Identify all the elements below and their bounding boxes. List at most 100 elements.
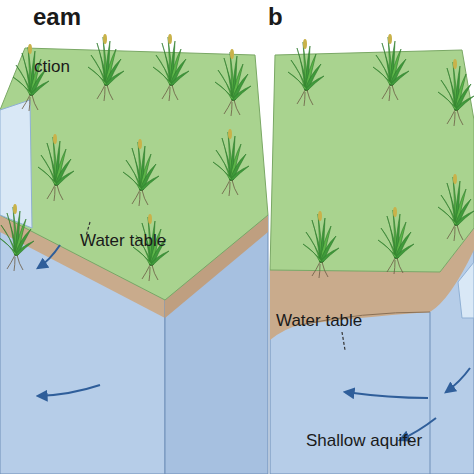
seed-head	[138, 139, 142, 149]
leader-line	[342, 332, 345, 350]
grass-tuft	[123, 139, 159, 206]
grass-blade	[438, 92, 458, 110]
grass-tuft	[438, 174, 474, 241]
grass-blade	[150, 251, 169, 265]
grass-tuft	[438, 59, 474, 126]
grass-blade	[38, 167, 58, 185]
panel-heading: eam	[33, 4, 81, 30]
flow-arrow	[446, 368, 470, 392]
grass-blade	[55, 171, 74, 185]
ground-surface	[0, 48, 268, 300]
grass-blade	[140, 176, 159, 190]
seed-head	[453, 59, 457, 69]
water-table-label: Water table	[276, 312, 362, 331]
grass-blade	[88, 67, 108, 85]
grass-layer	[0, 34, 474, 281]
seed-head	[393, 207, 397, 217]
grass-blade	[232, 74, 248, 100]
grass-root	[312, 262, 328, 278]
grass-blade	[230, 154, 246, 180]
flow-arrow	[38, 245, 60, 268]
grass-root	[447, 110, 463, 126]
seed-head	[318, 211, 322, 221]
stream-channel	[458, 262, 474, 318]
seed-head	[53, 134, 57, 144]
flow-arrow	[345, 392, 428, 398]
grass-tuft	[288, 39, 324, 106]
seed-head	[230, 49, 234, 59]
ground-surface	[270, 50, 474, 272]
grass-blade	[390, 71, 409, 85]
grass-root	[7, 255, 23, 271]
grass-blade	[320, 236, 336, 262]
grass-blade	[455, 96, 474, 110]
grass-blade	[55, 159, 71, 185]
grass-blade	[320, 248, 339, 262]
panel-letter: b	[268, 4, 283, 30]
grass-blade	[438, 207, 458, 225]
grass-tuft	[213, 129, 249, 196]
seed-head	[148, 214, 152, 224]
grass-root	[297, 90, 313, 106]
grass-blade	[123, 172, 143, 190]
grass-root	[222, 180, 238, 196]
grass-root	[142, 265, 158, 281]
grass-blade	[288, 72, 308, 90]
seed-head	[303, 39, 307, 49]
seed-head	[168, 34, 172, 44]
panel-subheading: ction	[34, 58, 70, 77]
grass-blade	[170, 71, 189, 85]
flow-arrow	[38, 385, 100, 396]
grass-tuft	[378, 207, 414, 274]
grass-tuft	[38, 134, 74, 201]
grass-blade	[373, 67, 393, 85]
grass-tuft	[88, 34, 124, 101]
grass-tuft	[0, 204, 34, 271]
grass-root	[47, 185, 63, 201]
grass-blade	[455, 199, 471, 225]
grass-root	[97, 85, 113, 101]
seed-head	[103, 34, 107, 44]
grass-root	[22, 95, 38, 111]
grass-root	[224, 100, 240, 116]
grass-tuft	[373, 34, 409, 101]
grass-root	[132, 190, 148, 206]
grass-blade	[305, 76, 324, 90]
grass-blade	[105, 59, 121, 85]
grass-blade	[395, 232, 411, 258]
block-edge	[430, 312, 431, 474]
grass-tuft	[153, 34, 189, 101]
grass-blade	[303, 244, 323, 262]
grass-blade	[15, 229, 31, 255]
grass-root	[382, 85, 398, 101]
grass-blade	[455, 84, 471, 110]
grass-blade	[15, 241, 34, 255]
grass-blade	[170, 59, 186, 85]
grass-tuft	[303, 211, 339, 278]
grass-blade	[230, 166, 249, 180]
grass-root	[447, 225, 463, 241]
grass-blade	[0, 237, 18, 255]
seed-head	[228, 129, 232, 139]
grass-blade	[395, 244, 414, 258]
seed-head	[388, 34, 392, 44]
grass-blade	[305, 64, 321, 90]
grass-blade	[215, 82, 235, 100]
grass-blade	[105, 71, 124, 85]
grass-blade	[140, 164, 156, 190]
grass-blade	[153, 67, 173, 85]
grass-blade	[13, 77, 33, 95]
water-table-label: Water table	[80, 232, 166, 251]
grass-root	[162, 85, 178, 101]
seed-head	[28, 44, 32, 54]
grass-blade	[378, 240, 398, 258]
grass-root	[387, 258, 403, 274]
grass-blade	[232, 86, 251, 100]
grass-tuft	[13, 44, 49, 111]
stream-channel	[0, 100, 32, 228]
grass-blade	[390, 59, 406, 85]
seed-head	[453, 174, 457, 184]
seed-head	[13, 204, 17, 214]
